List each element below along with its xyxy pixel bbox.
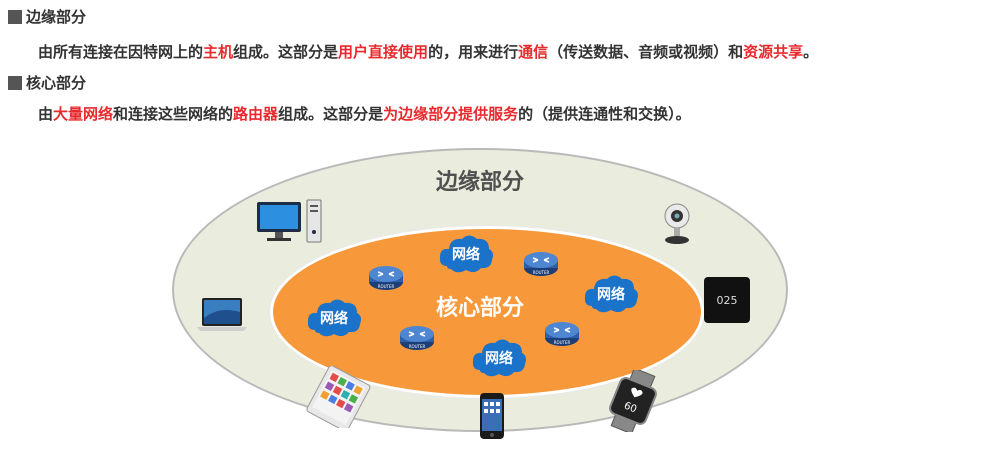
core-label: 核心部分 (405, 290, 555, 322)
highlight-term: 路由器 (233, 105, 278, 123)
desc-text: 和连接这些网络的 (113, 105, 233, 123)
tablet-icon (302, 366, 374, 428)
desc-text: 由 (38, 105, 53, 123)
highlight-term: 为边缘部分提供服务 (383, 105, 518, 123)
bullet-edge: 边缘部分 (8, 6, 86, 27)
smartwatch-icon: 60 (602, 370, 664, 432)
desc-text: 。 (803, 43, 818, 61)
desktop-computer-icon (255, 198, 323, 244)
svg-text:ROUTER: ROUTER (533, 270, 550, 275)
desc-text: 组成。这部分是 (278, 105, 383, 123)
core-description: 由大量网络和连接这些网络的路由器组成。这部分是为边缘部分提供服务的（提供连通性和… (38, 103, 691, 124)
router-icon: ROUTER (367, 262, 405, 292)
smart-display-icon: 025 (703, 276, 751, 324)
smartphone-icon (479, 392, 505, 440)
square-bullet-icon (8, 76, 22, 90)
highlight-term: 通信 (518, 43, 548, 61)
network-label: 网络 (305, 308, 363, 328)
network-cloud: 网络 (305, 296, 363, 340)
desc-text: 由所有连接在因特网上的 (38, 43, 203, 61)
network-cloud: 网络 (437, 232, 495, 276)
highlight-term: 大量网络 (53, 105, 113, 123)
webcam-icon (660, 202, 694, 246)
desc-text: （传送数据、音频或视频）和 (548, 43, 743, 61)
highlight-term: 主机 (203, 43, 233, 61)
square-bullet-icon (8, 10, 22, 24)
network-cloud: 网络 (582, 272, 640, 316)
network-label: 网络 (470, 348, 528, 368)
bullet-heading: 边缘部分 (26, 6, 86, 27)
network-label: 网络 (437, 244, 495, 264)
desc-text: 组成。这部分是 (233, 43, 338, 61)
edge-label: 边缘部分 (400, 164, 560, 196)
bullet-core: 核心部分 (8, 72, 86, 93)
router-icon: ROUTER (522, 248, 560, 278)
svg-text:025: 025 (717, 294, 738, 307)
highlight-term: 资源共享 (743, 43, 803, 61)
edge-description: 由所有连接在因特网上的主机组成。这部分是用户直接使用的，用来进行通信（传送数据、… (38, 41, 818, 62)
bullet-heading: 核心部分 (26, 72, 86, 93)
router-icon: ROUTER (398, 322, 436, 352)
laptop-icon (195, 296, 249, 334)
network-cloud: 网络 (470, 336, 528, 380)
network-label: 网络 (582, 284, 640, 304)
svg-text:ROUTER: ROUTER (554, 340, 571, 345)
svg-text:ROUTER: ROUTER (409, 344, 426, 349)
desc-text: 的（提供连通性和交换）。 (518, 105, 691, 123)
svg-text:ROUTER: ROUTER (378, 284, 395, 289)
router-icon: ROUTER (543, 318, 581, 348)
highlight-term: 用户直接使用 (338, 43, 428, 61)
desc-text: 的，用来进行 (428, 43, 518, 61)
